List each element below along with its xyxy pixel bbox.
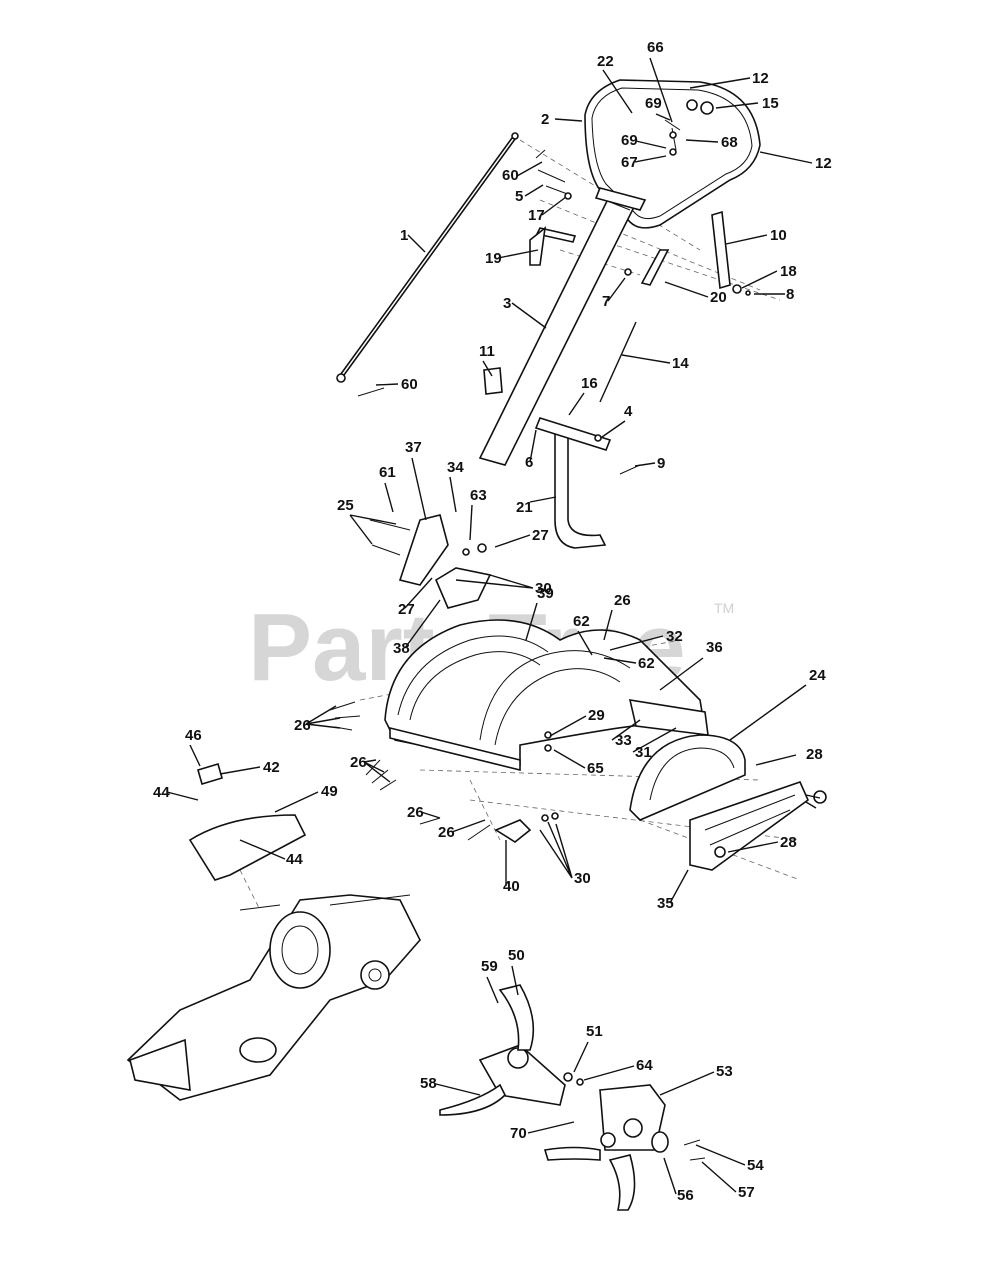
callout-8: 8: [786, 286, 794, 303]
watermark-tm: TM: [714, 600, 734, 616]
callout-62: 62: [573, 613, 590, 630]
callout-22: 22: [597, 53, 614, 70]
shift-rod: [336, 132, 519, 383]
callout-67: 67: [621, 154, 638, 171]
callout-51: 51: [586, 1023, 603, 1040]
callout-14: 14: [672, 355, 689, 372]
hitch-brackets: [369, 514, 492, 609]
depth-plate: [689, 781, 827, 871]
leader-arrows: [166, 57, 821, 1195]
callout-69: 69: [621, 132, 638, 149]
callout-26: 26: [407, 804, 424, 821]
callout-17: 17: [528, 207, 545, 224]
callout-61: 61: [379, 464, 396, 481]
callout-35: 35: [657, 895, 674, 912]
callout-11: 11: [479, 343, 495, 360]
callout-30: 30: [535, 580, 552, 597]
callout-31: 31: [635, 744, 652, 761]
callout-68: 68: [721, 134, 738, 151]
callout-27: 27: [532, 527, 549, 544]
callout-37: 37: [405, 439, 422, 456]
callout-53: 53: [716, 1063, 733, 1080]
bracket-11: [483, 367, 503, 395]
callout-54: 54: [747, 1157, 764, 1174]
transmission-housing: [126, 894, 421, 1101]
callout-27: 27: [398, 601, 415, 618]
callout-56: 56: [677, 1187, 694, 1204]
callout-44: 44: [286, 851, 303, 868]
callout-30: 30: [574, 870, 591, 887]
callout-63: 63: [470, 487, 487, 504]
callout-40: 40: [503, 878, 520, 895]
callout-32: 32: [666, 628, 683, 645]
callout-26: 26: [294, 717, 311, 734]
callout-24: 24: [809, 667, 826, 684]
callout-12: 12: [752, 70, 769, 87]
callout-62: 62: [638, 655, 655, 672]
callout-46: 46: [185, 727, 202, 744]
callout-58: 58: [420, 1075, 437, 1092]
callout-26: 26: [614, 592, 631, 609]
callout-49: 49: [321, 783, 338, 800]
callout-12: 12: [815, 155, 832, 172]
callout-9: 9: [657, 455, 665, 472]
callout-34: 34: [447, 459, 464, 476]
cable: [599, 321, 637, 403]
callout-26: 26: [350, 754, 367, 771]
callout-2: 2: [541, 111, 549, 128]
callout-16: 16: [581, 375, 598, 392]
tine-assembly: [439, 984, 706, 1211]
callout-10: 10: [770, 227, 787, 244]
callout-19: 19: [485, 250, 502, 267]
callout-66: 66: [647, 39, 664, 56]
callout-28: 28: [806, 746, 823, 763]
depth-bar: [534, 417, 641, 549]
callout-15: 15: [762, 95, 779, 112]
callout-65: 65: [587, 760, 604, 777]
callout-7: 7: [602, 293, 610, 310]
callout-44: 44: [153, 784, 170, 801]
handle-tube: [478, 187, 647, 466]
callout-60: 60: [401, 376, 418, 393]
callout-42: 42: [263, 759, 280, 776]
callout-36: 36: [706, 639, 723, 656]
callout-1: 1: [400, 227, 408, 244]
bracket-42: [197, 763, 223, 785]
handle-bar: [584, 79, 761, 229]
callout-28: 28: [780, 834, 797, 851]
tine-hood: [384, 619, 709, 772]
callout-5: 5: [515, 188, 523, 205]
callout-59: 59: [481, 958, 498, 975]
callout-60: 60: [502, 167, 519, 184]
callout-20: 20: [710, 289, 727, 306]
callout-21: 21: [516, 499, 533, 516]
callout-26: 26: [438, 824, 455, 841]
callout-6: 6: [525, 454, 533, 471]
callout-38: 38: [393, 640, 410, 657]
callout-33: 33: [615, 732, 632, 749]
callout-4: 4: [624, 403, 633, 420]
callout-25: 25: [337, 497, 354, 514]
callout-69: 69: [645, 95, 662, 112]
callout-18: 18: [780, 263, 797, 280]
callout-3: 3: [503, 295, 511, 312]
callout-50: 50: [508, 947, 525, 964]
shield-49: [188, 814, 307, 881]
callout-57: 57: [738, 1184, 755, 1201]
callout-64: 64: [636, 1057, 653, 1074]
callout-39: 39: [537, 585, 554, 602]
callout-70: 70: [510, 1125, 527, 1142]
hardware-top: [529, 149, 751, 296]
side-plate: [629, 734, 746, 821]
callout-29: 29: [588, 707, 605, 724]
